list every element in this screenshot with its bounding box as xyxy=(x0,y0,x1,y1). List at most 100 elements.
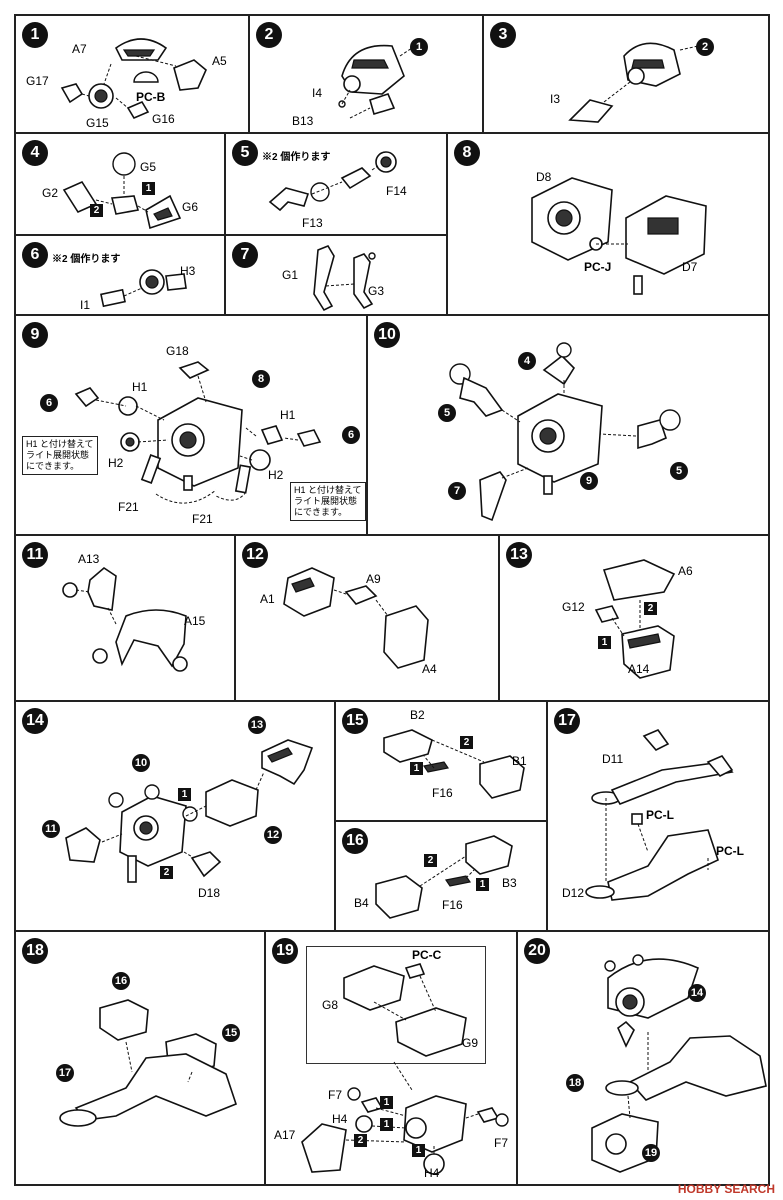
part-label-h4: H4 xyxy=(332,1112,348,1126)
ref-badge: 8 xyxy=(252,370,270,388)
part-label-a17: A17 xyxy=(274,1128,296,1142)
part-label-f21: F21 xyxy=(192,512,213,526)
part-label-f13: F13 xyxy=(302,216,323,230)
step-panel-16: 16 1 2 B3 B4 F16 xyxy=(334,820,548,932)
step-badge: 16 xyxy=(342,828,368,854)
step-badge: 13 xyxy=(506,542,532,568)
part-drawing xyxy=(62,152,182,230)
part-drawing xyxy=(594,559,676,679)
ref-badge: 4 xyxy=(518,352,536,370)
ref-badge: 11 xyxy=(42,820,60,838)
step-panel-5: 5 ※2 個作ります F14 F13 xyxy=(224,132,448,236)
step-badge: 20 xyxy=(524,938,550,964)
ref-badge: 13 xyxy=(248,716,266,734)
order-marker: 2 xyxy=(354,1134,367,1147)
part-drawing xyxy=(268,151,397,212)
part-label-a4: A4 xyxy=(422,662,437,676)
step-badge: 5 xyxy=(232,140,258,166)
step-panel-1: 1 A7 A5 G17 PC-B G15 G16 xyxy=(14,14,250,134)
order-marker: 1 xyxy=(142,182,155,195)
step-panel-12: 12 A9 A1 A4 xyxy=(234,534,500,702)
step-badge: 9 xyxy=(22,322,48,348)
part-label-d11: D11 xyxy=(602,752,624,766)
step-panel-9: 9 6 8 6 G18 H1 H1 H2 H2 F21 F21 H1 と付け替え… xyxy=(14,314,368,536)
step-panel-4: 4 1 2 G5 G2 G6 xyxy=(14,132,226,236)
part-label-g17: G17 xyxy=(26,74,49,88)
part-drawing xyxy=(568,42,699,123)
ref-badge: 5 xyxy=(670,462,688,480)
part-drawing xyxy=(375,835,513,919)
part-label-pc-j: PC-J xyxy=(584,260,612,274)
part-label-d7: D7 xyxy=(682,260,698,274)
step-badge: 17 xyxy=(554,708,580,734)
part-label-g2: G2 xyxy=(42,186,59,200)
step-panel-13: 13 1 2 A6 G12 A14 xyxy=(498,534,770,702)
order-marker: 1 xyxy=(412,1144,425,1157)
part-drawing xyxy=(383,729,525,799)
part-label-g5: G5 xyxy=(140,160,157,174)
part-label-b13: B13 xyxy=(292,114,314,128)
part-label-g15: G15 xyxy=(86,116,109,130)
ref-badge: 9 xyxy=(580,472,598,490)
part-label-d8: D8 xyxy=(536,170,552,184)
part-label-pc-b: PC-B xyxy=(136,90,166,104)
step-badge: 14 xyxy=(22,708,48,734)
part-label-b2: B2 xyxy=(410,708,425,722)
ref-badge: 18 xyxy=(566,1074,584,1092)
part-label-pc-l: PC-L xyxy=(716,844,744,858)
order-marker: 1 xyxy=(178,788,191,801)
part-drawing xyxy=(65,739,314,883)
part-drawing xyxy=(100,269,187,308)
ref-badge: 15 xyxy=(222,1024,240,1042)
step-badge: 15 xyxy=(342,708,368,734)
step-panel-2: 2 1 I4 B13 xyxy=(248,14,484,134)
step-badge: 3 xyxy=(490,22,516,48)
step-panel-19: 19 PC-C G8 G9 F7 H4 F7 A17 H4 1 1 2 1 xyxy=(264,930,518,1186)
part-label-h2: H2 xyxy=(268,468,284,482)
step-badge: 1 xyxy=(22,22,48,48)
ref-badge: 2 xyxy=(696,38,714,56)
part-drawing xyxy=(283,567,429,669)
step-panel-11: 11 A13 A15 xyxy=(14,534,236,702)
ref-badge: 7 xyxy=(448,482,466,500)
part-label-g1: G1 xyxy=(282,268,299,282)
part-drawing xyxy=(531,177,707,295)
part-label-h3: H3 xyxy=(180,264,196,278)
step-panel-8: 8 D8 PC-J D7 xyxy=(446,132,770,316)
step-panel-17: 17 D11 PC-L PC-L D12 xyxy=(546,700,770,932)
step-badge: 12 xyxy=(242,542,268,568)
part-label-f16: F16 xyxy=(442,898,463,912)
part-label-b4: B4 xyxy=(354,896,369,910)
part-label-h4: H4 xyxy=(424,1166,440,1180)
ref-badge: 5 xyxy=(438,404,456,422)
part-label-f14: F14 xyxy=(386,184,407,198)
step-note: ※2 個作ります xyxy=(52,254,121,265)
ref-badge: 6 xyxy=(40,394,58,412)
ref-badge: 10 xyxy=(132,754,150,772)
part-label-a15: A15 xyxy=(184,614,206,628)
part-label-pc-c: PC-C xyxy=(412,948,442,962)
step-badge: 11 xyxy=(22,542,48,568)
part-label-g9: G9 xyxy=(462,1036,479,1050)
part-label-g18: G18 xyxy=(166,344,189,358)
ref-badge: 14 xyxy=(688,984,706,1002)
ref-badge: 1 xyxy=(410,38,428,56)
ref-badge: 12 xyxy=(264,826,282,844)
step-panel-15: 15 1 2 B2 B1 F16 xyxy=(334,700,548,822)
part-label-b1: B1 xyxy=(512,754,527,768)
ref-badge: 17 xyxy=(56,1064,74,1082)
step-panel-7: 7 G1 G3 xyxy=(224,234,448,316)
part-label-g12: G12 xyxy=(562,600,585,614)
part-drawing xyxy=(585,729,734,901)
watermark: HOBBY SEARCH xyxy=(677,1182,775,1196)
step-badge: 7 xyxy=(232,242,258,268)
part-label-f7: F7 xyxy=(328,1088,343,1102)
part-label-h2: H2 xyxy=(108,456,124,470)
part-drawing xyxy=(591,954,767,1173)
step-panel-3: 3 2 I3 xyxy=(482,14,770,134)
step-badge: 10 xyxy=(374,322,400,348)
part-label-h1: H1 xyxy=(280,408,296,422)
part-label-a13: A13 xyxy=(78,552,100,566)
part-label-g16: G16 xyxy=(152,112,175,126)
part-drawing xyxy=(74,361,322,504)
